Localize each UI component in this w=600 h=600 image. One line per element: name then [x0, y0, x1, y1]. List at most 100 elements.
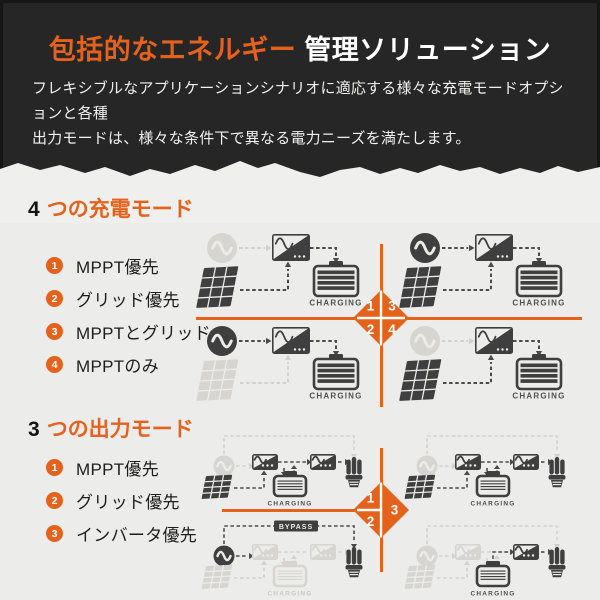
inverter-icon — [310, 544, 336, 560]
inverter-icon — [310, 454, 336, 470]
battery-icon: CHARGING — [268, 471, 313, 508]
bypass-badge: BYPASS — [274, 520, 318, 532]
cfl-bulb-icon — [345, 547, 363, 578]
diamond-number: 3 — [391, 503, 399, 518]
power-flow-arrows — [442, 337, 543, 384]
charging-scenario-mode-4: CHARGING — [399, 326, 565, 401]
grid-power-icon — [213, 545, 235, 567]
battery-status-label: CHARGING — [268, 501, 313, 508]
cfl-bulb-icon — [548, 547, 566, 578]
inverter-icon — [475, 234, 513, 261]
inverter-icon — [513, 544, 539, 560]
diagram-quadrant-bottom-left: BYPASS CHARGING — [196, 514, 379, 600]
item-label: MPPTとグリッド — [76, 324, 211, 343]
charging-scenario-mode-2: CHARGING — [196, 326, 362, 401]
battery-icon: CHARGING — [471, 471, 514, 508]
battery-status-label: CHARGING — [512, 392, 565, 401]
battery-status-label: CHARGING — [309, 299, 362, 308]
title-highlight: 包括的なエネルギー — [48, 35, 297, 65]
header-subtitle: フレキシブルなアプリケーションシナリオに適応する様々な充電モードオプションと各種… — [32, 76, 572, 151]
diagram-quadrant-bottom-left: CHARGING — [196, 321, 379, 414]
grid-power-icon — [416, 545, 438, 567]
diamond-number: 2 — [367, 514, 375, 529]
battery-status-label: CHARGING — [309, 392, 362, 401]
charging-heading-number: 4 — [28, 198, 40, 221]
header-band: 包括的なエネルギー管理ソリューション フレキシブルなアプリケーションシナリオに適… — [0, 0, 600, 185]
divider-horizontal — [222, 508, 381, 512]
item-number-badge: 3 — [46, 525, 63, 542]
item-number-badge: 3 — [46, 323, 63, 340]
output-scenario-mode-2: BYPASS CHARGING — [201, 520, 363, 598]
power-flow-arrows — [442, 244, 543, 291]
subtitle-line-2: 出力モードは、様々な条件下で異なる電力ニーズを満たします。 — [32, 130, 471, 147]
power-flow-arrows — [426, 435, 561, 489]
charging-heading-text: つの充電モード — [46, 198, 194, 221]
inverter-icon — [475, 327, 513, 354]
power-flow-arrows — [223, 525, 358, 579]
inverter-icon — [272, 327, 310, 354]
item-number-badge: 4 — [46, 356, 63, 373]
diamond-number: 4 — [388, 322, 396, 337]
inverter-icon — [455, 544, 481, 560]
grid-power-icon — [410, 233, 440, 263]
output-heading-text: つの出力モード — [46, 418, 194, 441]
solar-panel-icon — [404, 564, 436, 589]
power-flow-arrows — [239, 244, 340, 291]
item-label: MPPT優先 — [76, 460, 160, 479]
inverter-icon — [252, 454, 278, 470]
output-diamond: 1 2 3 — [349, 478, 413, 542]
item-label: MPPT優先 — [76, 258, 160, 277]
item-number-badge: 1 — [46, 459, 63, 476]
power-flow-arrows — [426, 525, 561, 579]
cfl-bulb-icon — [548, 457, 566, 488]
bypass-label: BYPASS — [279, 524, 313, 531]
torn-paper-edge — [0, 161, 600, 223]
inverter-icon — [272, 234, 310, 261]
battery-icon: CHARGING — [471, 561, 516, 598]
title-rest: 管理ソリューション — [304, 35, 552, 65]
diagram-quadrant-bottom-right: CHARGING — [399, 321, 582, 414]
solar-panel-icon — [196, 359, 239, 401]
item-label: グリッド優先 — [76, 493, 180, 512]
output-scenario-mode-1: CHARGING — [201, 435, 363, 508]
battery-status-label: CHARGING — [471, 591, 516, 598]
diamond-number: 1 — [367, 299, 375, 314]
diagram-quadrant-top-right: CHARGING — [399, 228, 582, 321]
list-item: 3 インバータ優先 — [46, 517, 197, 550]
battery-icon: CHARGING — [512, 261, 564, 308]
diagram-quadrant-top-left: CHARGING — [196, 424, 379, 515]
diamond-number: 1 — [367, 491, 375, 506]
solar-panel-icon — [201, 474, 233, 499]
solar-panel-icon — [196, 266, 239, 308]
diamond-number: 2 — [367, 322, 375, 337]
output-scenario-mode-3: CHARGING — [404, 435, 566, 508]
subtitle-line-1: フレキシブルなアプリケーションシナリオに適応する様々な充電モードオプションと各種 — [32, 80, 564, 122]
output-scenario-mode-3: CHARGING — [404, 525, 566, 598]
diagram-quadrant-bottom-right: CHARGING — [399, 514, 582, 600]
battery-icon: CHARGING — [512, 354, 565, 401]
charging-scenario-mode-3: CHARGING — [399, 233, 564, 308]
list-item: 3 MPPTとグリッド — [46, 315, 211, 348]
power-flow-arrows — [239, 337, 340, 384]
item-number-badge: 2 — [46, 290, 63, 307]
power-flow-arrows — [223, 435, 358, 489]
list-item: 4 MPPTのみ — [46, 348, 211, 381]
item-label: MPPTのみ — [76, 357, 160, 376]
item-label: インバータ優先 — [76, 526, 198, 545]
list-item: 2 グリッド優先 — [46, 282, 211, 315]
diamond-number: 3 — [388, 299, 396, 314]
grid-power-icon — [207, 326, 237, 356]
charging-modes-diagram: CHARGING CHARGING — [196, 228, 582, 408]
cfl-bulb-icon — [345, 457, 363, 488]
diagram-quadrant-top-right: CHARGING — [399, 424, 582, 515]
grid-power-icon — [213, 455, 235, 477]
item-label: グリッド優先 — [76, 291, 180, 310]
battery-status-label: CHARGING — [268, 591, 313, 598]
battery-icon: CHARGING — [268, 561, 313, 598]
grid-power-icon — [416, 455, 438, 477]
